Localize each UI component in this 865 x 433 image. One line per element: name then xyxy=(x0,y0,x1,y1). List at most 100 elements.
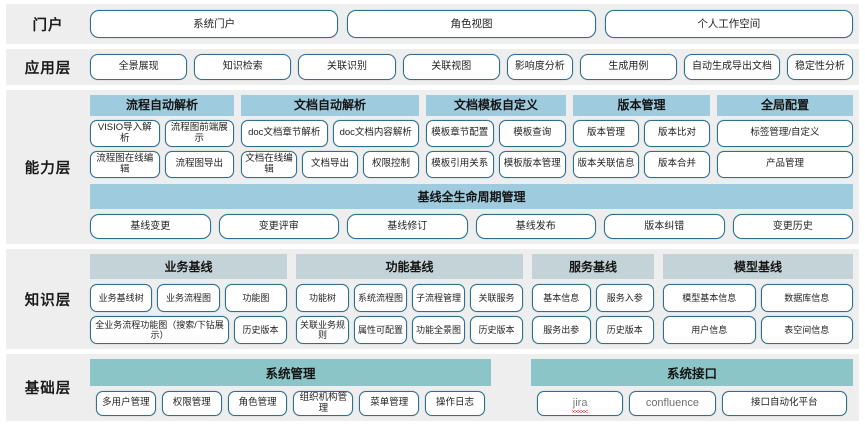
cap-item-visio-import-parse[interactable]: VISIO导入解析 xyxy=(90,120,160,148)
base-item-multi-user-mgmt[interactable]: 多用户管理 xyxy=(96,391,156,417)
layer-body-knowledge: 业务基线 业务基线树 业务流程图 功能图 全业务流程功能图（搜索/下钻展示） 历… xyxy=(90,249,859,349)
knowledge-group-rows: 功能树 系统流程图 子流程管理 关联服务 关联业务规则 属性可配置 功能全景图 … xyxy=(296,284,523,345)
cap-item-flowchart-export[interactable]: 流程图导出 xyxy=(164,151,234,179)
capability-group-rows: 标签管理/自定义 产品管理 xyxy=(717,120,853,179)
cap-item-product-mgmt[interactable]: 产品管理 xyxy=(717,151,853,179)
lifecycle-item-baseline-revise[interactable]: 基线修订 xyxy=(347,214,468,240)
layer-row-base: 基础层 系统管理 多用户管理 权限管理 角色管理 组织机构管理 菜单管理 操作日… xyxy=(6,354,859,422)
lifecycle-item-baseline-change[interactable]: 基线变更 xyxy=(90,214,211,240)
app-item-auto-export-doc[interactable]: 自动生成导出文档 xyxy=(684,54,781,80)
capability-group-global-config: 全局配置 标签管理/自定义 产品管理 xyxy=(717,95,853,179)
capability-group-title: 全局配置 xyxy=(717,95,853,117)
baseline-lifecycle-title: 基线全生命周期管理 xyxy=(90,184,853,210)
capability-group-version-mgmt: 版本管理 版本管理 版本比对 版本关联信息 版本合并 xyxy=(573,95,710,179)
knowledge-group-rows: 基本信息 服务入参 服务出参 历史版本 xyxy=(532,284,654,345)
know-item-history-version[interactable]: 历史版本 xyxy=(234,316,287,345)
misspelled-word-jira: jira xyxy=(571,397,589,413)
portal-item-personal-workspace[interactable]: 个人工作空间 xyxy=(604,10,853,38)
know-item-tablespace-info[interactable]: 表空间信息 xyxy=(760,316,853,345)
base-group-items: jira confluence 接口自动化平台 xyxy=(531,391,853,417)
knowledge-group-title: 模型基线 xyxy=(663,254,853,280)
know-item-system-flowchart[interactable]: 系统流程图 xyxy=(354,284,407,313)
layer-row-application: 应用层 全景展现 知识检索 关联识别 关联视图 影响度分析 生成用例 自动生成导… xyxy=(6,49,859,85)
know-item-database-info[interactable]: 数据库信息 xyxy=(760,284,853,313)
app-item-generate-testcase[interactable]: 生成用例 xyxy=(579,54,678,80)
cap-item-doc-online-edit[interactable]: 文档在线编辑 xyxy=(241,151,297,179)
base-item-jira[interactable]: jira xyxy=(537,391,624,417)
cap-item-template-chapter-config[interactable]: 模板章节配置 xyxy=(426,120,494,148)
know-item-function-panorama[interactable]: 功能全景图 xyxy=(412,316,465,345)
portal-item-system-portal[interactable]: 系统门户 xyxy=(90,10,339,38)
know-item-related-service[interactable]: 关联服务 xyxy=(470,284,523,313)
capability-row: 模板章节配置 模板查询 xyxy=(426,120,566,148)
lifecycle-item-baseline-release[interactable]: 基线发布 xyxy=(475,214,596,240)
knowledge-row: 功能树 系统流程图 子流程管理 关联服务 xyxy=(296,284,523,313)
application-item-list: 全景展现 知识检索 关联识别 关联视图 影响度分析 生成用例 自动生成导出文档 … xyxy=(90,54,854,80)
cap-item-doc-chapter-parse[interactable]: doc文档章节解析 xyxy=(241,120,328,148)
cap-item-version-manage[interactable]: 版本管理 xyxy=(573,120,639,148)
layer-body-application: 全景展现 知识检索 关联识别 关联视图 影响度分析 生成用例 自动生成导出文档 … xyxy=(90,49,859,85)
know-item-configurable-attributes[interactable]: 属性可配置 xyxy=(354,316,407,345)
know-item-function-tree[interactable]: 功能树 xyxy=(296,284,349,313)
knowledge-group-business-baseline: 业务基线 业务基线树 业务流程图 功能图 全业务流程功能图（搜索/下钻展示） 历… xyxy=(90,254,287,345)
app-item-panorama[interactable]: 全景展现 xyxy=(90,54,188,80)
layer-label-knowledge: 知识层 xyxy=(24,292,72,309)
base-item-menu-mgmt[interactable]: 菜单管理 xyxy=(359,391,420,417)
know-item-service-input-params[interactable]: 服务入参 xyxy=(595,284,654,313)
capability-group-rows: 版本管理 版本比对 版本关联信息 版本合并 xyxy=(573,120,710,179)
cap-item-template-query[interactable]: 模板查询 xyxy=(498,120,566,148)
base-item-org-structure-mgmt[interactable]: 组织机构管理 xyxy=(293,391,354,417)
knowledge-group-title: 服务基线 xyxy=(532,254,654,280)
layer-body-portal: 系统门户 角色视图 个人工作空间 xyxy=(90,4,859,44)
lifecycle-item-change-review[interactable]: 变更评审 xyxy=(218,214,339,240)
cap-item-tag-mgmt-custom[interactable]: 标签管理/自定义 xyxy=(717,120,853,148)
lifecycle-item-version-correction[interactable]: 版本纠错 xyxy=(604,214,725,240)
know-item-history-version[interactable]: 历史版本 xyxy=(595,316,654,345)
know-item-business-baseline-tree[interactable]: 业务基线树 xyxy=(90,284,153,313)
cap-item-doc-export[interactable]: 文档导出 xyxy=(302,151,358,179)
cap-item-version-compare[interactable]: 版本比对 xyxy=(644,120,710,148)
app-item-stability-analysis[interactable]: 稳定性分析 xyxy=(787,54,854,80)
capability-group-doc-template: 文档模板自定义 模板章节配置 模板查询 模板引用关系 模板版本管理 xyxy=(426,95,566,179)
base-item-permission-mgmt[interactable]: 权限管理 xyxy=(161,391,222,417)
capability-row: 产品管理 xyxy=(717,151,853,179)
cap-item-flowchart-frontend-display[interactable]: 流程图前端展示 xyxy=(164,120,234,148)
cap-item-permission-control[interactable]: 权限控制 xyxy=(363,151,419,179)
app-item-impact-analysis[interactable]: 影响度分析 xyxy=(506,54,573,80)
know-item-related-business-rules[interactable]: 关联业务规则 xyxy=(296,316,349,345)
base-item-operation-log[interactable]: 操作日志 xyxy=(425,391,485,417)
know-item-history-version[interactable]: 历史版本 xyxy=(470,316,523,345)
layer-body-capability: 流程自动解析 VISIO导入解析 流程图前端展示 流程图在线编辑 流程图导出 xyxy=(90,90,859,244)
know-item-business-flowchart[interactable]: 业务流程图 xyxy=(157,284,220,313)
know-item-user-info[interactable]: 用户信息 xyxy=(663,316,756,345)
cap-item-version-merge[interactable]: 版本合并 xyxy=(644,151,710,179)
capability-group-process-parse: 流程自动解析 VISIO导入解析 流程图前端展示 流程图在线编辑 流程图导出 xyxy=(90,95,234,179)
layer-label-capability: 能力层 xyxy=(24,160,72,177)
layer-label-base: 基础层 xyxy=(24,381,72,398)
capability-row: 版本关联信息 版本合并 xyxy=(573,151,710,179)
know-item-basic-info[interactable]: 基本信息 xyxy=(532,284,591,313)
cap-item-template-reference[interactable]: 模板引用关系 xyxy=(426,151,494,179)
capability-group-rows: doc文档章节解析 doc文档内容解析 文档在线编辑 文档导出 权限控制 xyxy=(241,120,419,179)
knowledge-group-function-baseline: 功能基线 功能树 系统流程图 子流程管理 关联服务 关联业务规则 属性可配置 功… xyxy=(296,254,523,345)
base-item-confluence[interactable]: confluence xyxy=(629,391,716,417)
portal-item-role-view[interactable]: 角色视图 xyxy=(347,10,596,38)
app-item-knowledge-search[interactable]: 知识检索 xyxy=(194,54,292,80)
app-item-relation-recognition[interactable]: 关联识别 xyxy=(298,54,396,80)
cap-item-flowchart-online-edit[interactable]: 流程图在线编辑 xyxy=(90,151,160,179)
cap-item-doc-content-parse[interactable]: doc文档内容解析 xyxy=(332,120,419,148)
knowledge-group-title: 业务基线 xyxy=(90,254,287,280)
know-item-model-basic-info[interactable]: 模型基本信息 xyxy=(663,284,756,313)
know-item-full-business-flow-function-chart[interactable]: 全业务流程功能图（搜索/下钻展示） xyxy=(90,316,229,345)
capability-group-title: 版本管理 xyxy=(573,95,710,117)
base-item-role-mgmt[interactable]: 角色管理 xyxy=(227,391,288,417)
base-item-interface-automation-platform[interactable]: 接口自动化平台 xyxy=(721,391,847,417)
cap-item-version-relation-info[interactable]: 版本关联信息 xyxy=(573,151,639,179)
know-item-function-chart[interactable]: 功能图 xyxy=(224,284,287,313)
lifecycle-item-change-history[interactable]: 变更历史 xyxy=(732,214,853,240)
know-item-service-output-params[interactable]: 服务出参 xyxy=(532,316,591,345)
layer-row-knowledge: 知识层 业务基线 业务基线树 业务流程图 功能图 全业务流程功能图（搜索/下钻展… xyxy=(6,249,859,350)
cap-item-template-version-mgmt[interactable]: 模板版本管理 xyxy=(498,151,566,179)
know-item-subprocess-mgmt[interactable]: 子流程管理 xyxy=(412,284,465,313)
app-item-relation-view[interactable]: 关联视图 xyxy=(402,54,500,80)
